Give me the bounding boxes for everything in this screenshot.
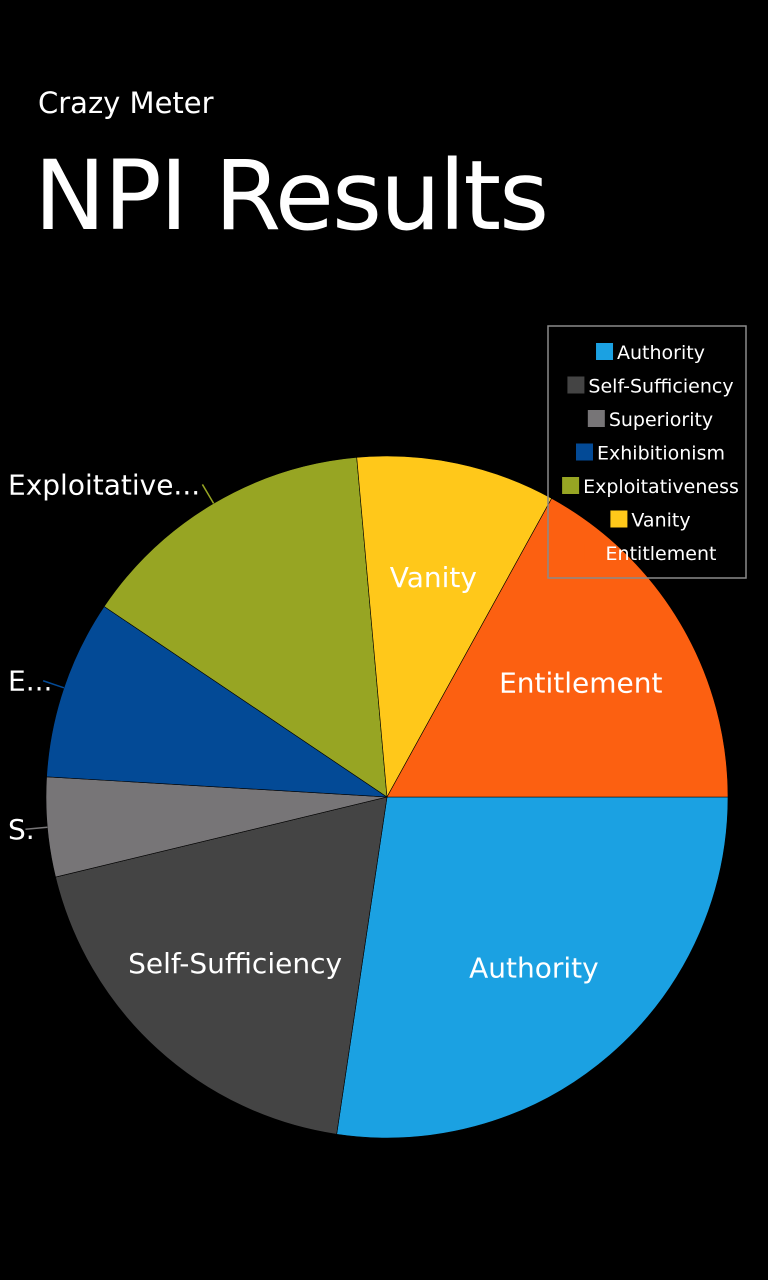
slice-label-self-sufficiency: Self-Sufficiency	[128, 947, 342, 980]
leader-line-exhibitionism	[42, 680, 65, 689]
chart-legend: AuthoritySelf-SufficiencySuperiorityExhi…	[547, 325, 747, 579]
legend-label-authority: Authority	[617, 342, 705, 364]
legend-swatch-self-sufficiency	[567, 376, 585, 394]
pie-slice-exhibitionism[interactable]	[46, 606, 389, 798]
legend-swatch-vanity	[610, 510, 628, 528]
legend-swatch-authority	[596, 343, 614, 360]
legend-swatch-exhibitionism	[576, 443, 593, 461]
leader-line-exploitativeness	[201, 484, 215, 504]
slice-label-vanity: Vanity	[390, 561, 477, 594]
pie-slice-vanity[interactable]	[356, 455, 553, 799]
legend-label-exhibitionism: Exhibitionism	[597, 443, 725, 465]
pie-slice-entitlement[interactable]	[386, 497, 729, 798]
legend-swatch-exploitativeness	[562, 477, 580, 494]
legend-label-entitlement: Entitlement	[606, 543, 717, 565]
legend-label-self-sufficiency: Self-Sufficiency	[588, 376, 733, 398]
slice-label-exhibitionism: E...	[8, 665, 52, 698]
app-title: Crazy Meter	[38, 86, 214, 120]
legend-label-vanity: Vanity	[631, 510, 690, 532]
slice-label-superiority: S.	[8, 813, 35, 846]
slice-label-exploitativeness: Exploitative...	[8, 468, 200, 501]
leader-line-superiority	[25, 826, 48, 830]
legend-swatch-superiority	[587, 410, 605, 427]
page-title: NPI Results	[34, 140, 549, 252]
slice-label-authority: Authority	[469, 951, 599, 984]
pie-slice-self-sufficiency[interactable]	[55, 796, 388, 1135]
slice-label-entitlement: Entitlement	[499, 667, 662, 700]
legend-swatch-entitlement	[584, 544, 602, 561]
legend-label-superiority: Superiority	[609, 409, 713, 431]
pie-slice-exploitativeness[interactable]	[103, 457, 388, 798]
legend-label-exploitativeness: Exploitativeness	[583, 476, 739, 498]
legend-box	[547, 325, 747, 579]
pie-slice-authority[interactable]	[336, 796, 729, 1139]
